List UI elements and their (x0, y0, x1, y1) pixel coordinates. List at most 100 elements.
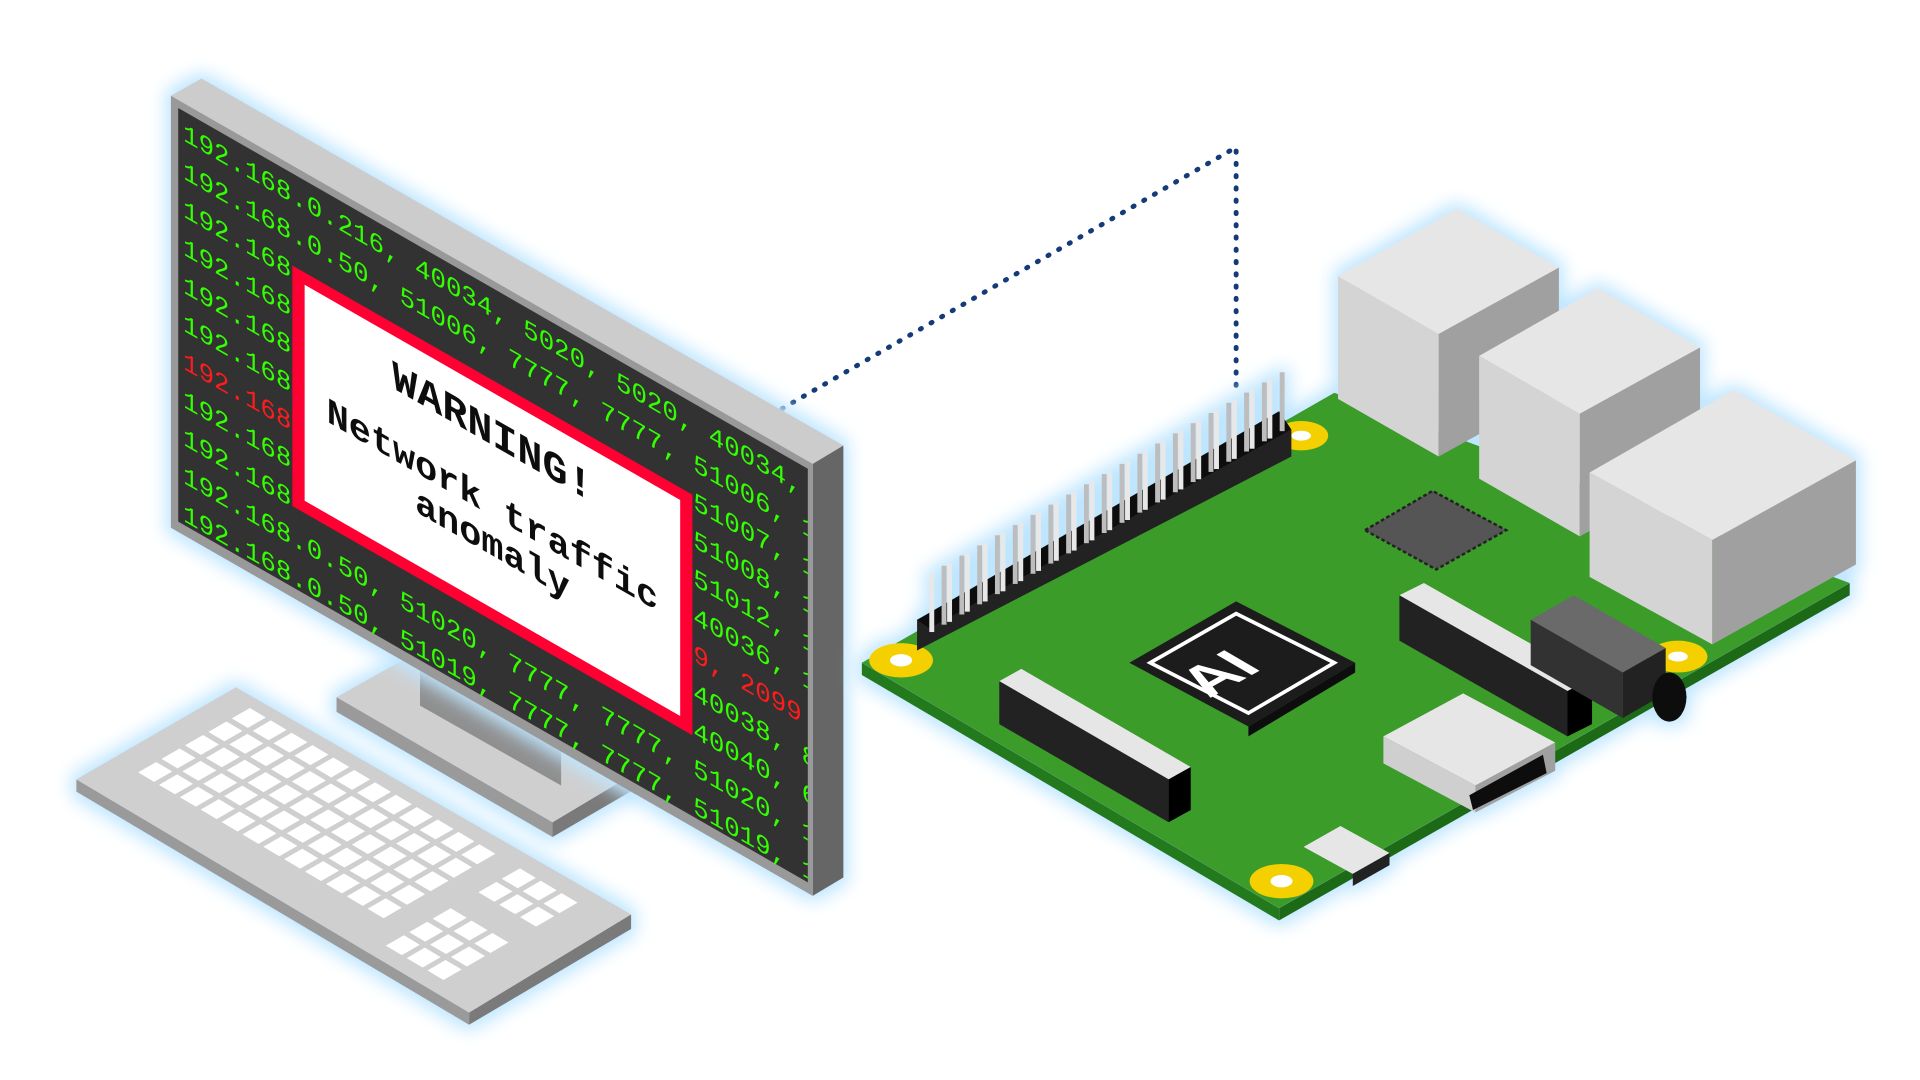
gpio-pin (929, 573, 935, 633)
key (409, 921, 444, 942)
key (184, 734, 220, 755)
gpio-pin (977, 545, 983, 605)
key (461, 844, 496, 865)
key (453, 920, 488, 941)
key (367, 898, 402, 919)
gpio-pin (941, 565, 947, 625)
key (208, 721, 243, 742)
key (250, 746, 285, 767)
key (312, 783, 347, 804)
key (325, 873, 360, 894)
key (315, 757, 350, 778)
key (231, 707, 266, 728)
gpio-pin (964, 552, 970, 612)
key (229, 733, 264, 754)
key (224, 785, 259, 806)
gpio-pin (1101, 474, 1107, 534)
gpio-pin (959, 555, 965, 615)
ai-chip-icon: AI (1129, 601, 1356, 737)
key (203, 773, 238, 794)
gpio-pin (1190, 423, 1196, 483)
gpio-pin (1066, 494, 1072, 554)
gpio-pin (1249, 389, 1255, 449)
gpio-pin (1000, 532, 1006, 592)
gpio-pin (1208, 412, 1214, 472)
key (328, 847, 363, 868)
key (268, 784, 303, 805)
key (377, 794, 412, 815)
key (393, 858, 428, 879)
gpio-pin (1036, 512, 1041, 571)
key (346, 885, 381, 906)
gpio-pin (1196, 420, 1202, 480)
gpio-pin (982, 542, 988, 602)
key (242, 823, 277, 844)
key (391, 884, 426, 905)
gpio-pin (1089, 481, 1095, 541)
key (291, 771, 326, 791)
key (419, 819, 454, 840)
gpio-pin (1030, 514, 1036, 574)
gpio-header (917, 372, 1292, 651)
key (159, 774, 194, 795)
gpio-pin (1231, 399, 1237, 459)
key (356, 782, 392, 803)
key (398, 807, 433, 828)
key (179, 786, 214, 807)
gpio-pin (1155, 443, 1161, 503)
gpio-pin (1244, 392, 1250, 452)
micro-usb-port (1303, 825, 1390, 887)
gpio-pin (994, 535, 1000, 595)
ethernet-port-block (1589, 390, 1856, 645)
key (263, 836, 298, 857)
key (474, 933, 509, 953)
raspberry-pi-board-icon: AI (861, 208, 1856, 921)
key (289, 796, 324, 817)
small-chip (1362, 489, 1509, 571)
key (351, 834, 386, 855)
key (396, 833, 431, 853)
key (385, 935, 420, 956)
key (226, 759, 261, 780)
gpio-pin (1125, 461, 1130, 520)
key (294, 745, 329, 766)
gpio-pin (1178, 430, 1184, 490)
audio-jack (1530, 595, 1687, 722)
key (437, 857, 472, 878)
key (200, 799, 235, 820)
key (307, 835, 342, 856)
key (333, 795, 368, 816)
usb-port-block-1 (1338, 208, 1559, 457)
gpio-pin (1107, 471, 1113, 531)
key (284, 848, 319, 869)
key (336, 769, 371, 790)
key (305, 861, 340, 882)
gpio-pin (1083, 484, 1089, 544)
gpio-pin (1137, 453, 1143, 513)
key (427, 960, 462, 980)
key (372, 846, 407, 867)
hdmi-port (1383, 693, 1556, 813)
key (354, 808, 389, 829)
gpio-pin (1048, 504, 1054, 564)
gpio-pin (1160, 440, 1166, 500)
key (499, 894, 534, 915)
key (286, 822, 321, 843)
gpio-pin (1142, 450, 1148, 510)
key (182, 760, 217, 781)
keyboard-keys (138, 707, 578, 980)
gpio-pin (1012, 525, 1018, 584)
key (265, 810, 300, 831)
key (432, 908, 467, 929)
gpio-pin (1119, 463, 1125, 523)
key (478, 881, 513, 902)
gpio-pin (1279, 372, 1285, 432)
key (430, 934, 465, 955)
key (522, 880, 557, 901)
key (310, 809, 345, 830)
key (138, 761, 173, 782)
key (501, 868, 536, 889)
gpio-pin (1261, 382, 1267, 442)
key (414, 871, 449, 892)
